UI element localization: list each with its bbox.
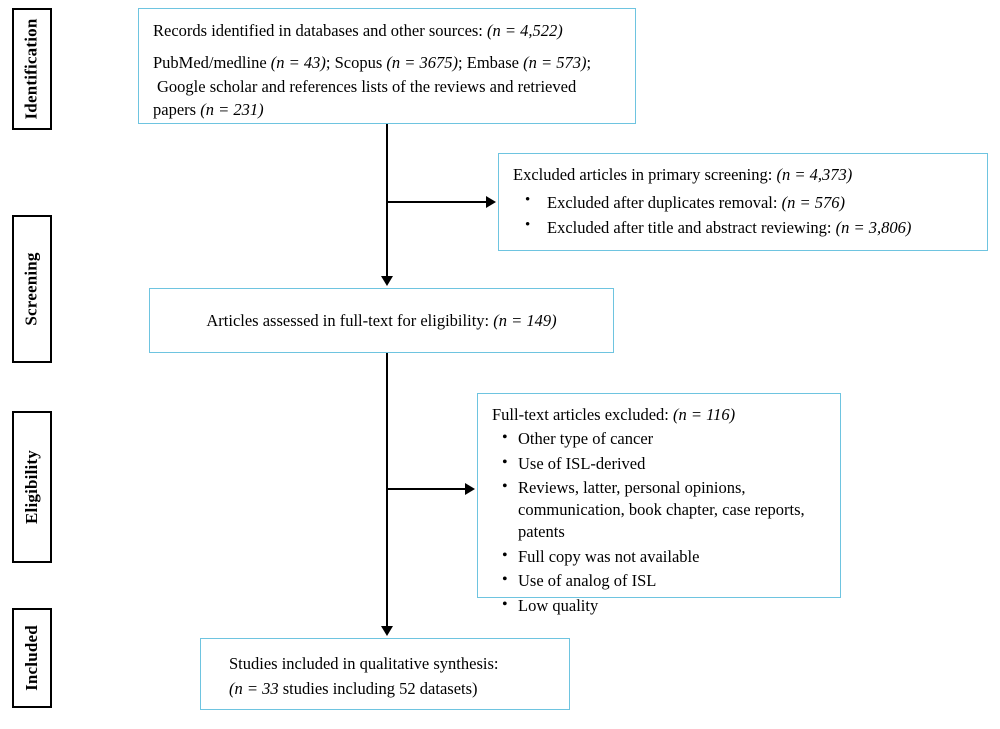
arrowhead-to-fulltext-excluded	[465, 483, 475, 495]
arrowhead-assessed-to-included	[381, 626, 393, 636]
excluded-primary-title-n: (n = 4,373)	[776, 165, 853, 184]
fulltext-assessed-text: Articles assessed in full-text for eligi…	[206, 310, 490, 330]
records-identified-line4: papers (n = 231)	[153, 99, 621, 121]
fulltext-excluded-title-text: Full-text articles excluded:	[492, 405, 669, 424]
records-identified-line1-n: (n = 4,522)	[487, 21, 563, 40]
records-identified-line2-tail: ;	[586, 52, 592, 72]
records-identified-line1: Records identified in databases and othe…	[153, 20, 621, 42]
list-item: Excluded after title and abstract review…	[525, 216, 973, 239]
list-item: Reviews, latter, personal opinions, comm…	[502, 476, 826, 542]
records-identified-pubmed-n: (n = 43)	[270, 52, 326, 72]
fulltext-assessed-n: (n = 149)	[493, 310, 557, 330]
excluded-primary-title: Excluded articles in primary screening: …	[513, 164, 973, 186]
stage-label-identification: Identification	[12, 8, 52, 130]
arrowhead-identified-to-assessed	[381, 276, 393, 286]
box-fulltext-assessed: Articles assessed in full-text for eligi…	[149, 288, 614, 353]
stage-label-identification-text: Identification	[22, 18, 41, 120]
studies-included-n: (n = 33	[229, 678, 279, 698]
stage-label-screening: Screening	[12, 215, 52, 363]
fulltext-excluded-title: Full-text articles excluded: (n = 116)	[492, 404, 826, 426]
excluded-primary-item-1-n: (n = 3,806)	[835, 217, 912, 237]
connector-to-fulltext-excluded	[386, 488, 465, 490]
stage-label-eligibility-text: Eligibility	[22, 450, 41, 524]
arrowhead-to-excluded-primary	[486, 196, 496, 208]
records-identified-line4-n: (n = 231)	[200, 100, 264, 120]
stage-label-included: Included	[12, 608, 52, 708]
excluded-primary-item-1-text: Excluded after title and abstract review…	[547, 217, 832, 237]
list-item: Other type of cancer	[502, 427, 826, 450]
connector-identified-to-assessed	[386, 124, 388, 276]
list-item: Use of ISL-derived	[502, 452, 826, 475]
list-item: Full copy was not available	[502, 545, 826, 568]
stage-label-screening-text: Screening	[22, 252, 42, 326]
records-identified-line2: PubMed/medline (n = 43); Scopus (n = 367…	[153, 52, 621, 74]
excluded-primary-list: Excluded after duplicates removal: (n = …	[513, 191, 973, 239]
list-item: Excluded after duplicates removal: (n = …	[525, 191, 973, 214]
box-studies-included: Studies included in qualitative synthesi…	[200, 638, 570, 710]
box-fulltext-excluded: Full-text articles excluded: (n = 116) O…	[477, 393, 841, 615]
fulltext-excluded-title-n: (n = 116)	[672, 405, 736, 424]
records-identified-embase-label: ; Embase	[458, 52, 524, 72]
records-identified-scopus-n: (n = 3675)	[386, 52, 459, 72]
records-identified-pubmed-label: PubMed/medline	[153, 52, 271, 72]
stage-label-included-text: Included	[22, 625, 42, 691]
fulltext-excluded-list: Other type of cancer Use of ISL-derived …	[492, 427, 826, 617]
connector-to-excluded-primary	[386, 201, 486, 203]
studies-included-line1: Studies included in qualitative synthesi…	[229, 654, 499, 673]
list-item: Use of analog of ISL	[502, 569, 826, 592]
studies-included-line2: (n = 33 studies including 52 datasets)	[229, 678, 555, 700]
fulltext-assessed-line: Articles assessed in full-text for eligi…	[206, 310, 556, 332]
records-identified-scopus-label: ; Scopus	[325, 52, 387, 72]
records-identified-line4-text: papers	[153, 100, 201, 120]
records-identified-embase-n: (n = 573)	[523, 52, 587, 72]
box-excluded-primary-screening: Excluded articles in primary screening: …	[498, 153, 988, 251]
box-records-identified: Records identified in databases and othe…	[138, 8, 636, 124]
excluded-primary-item-0-text: Excluded after duplicates removal:	[547, 192, 778, 212]
studies-included-line2-rest: studies including 52 datasets)	[278, 678, 478, 698]
excluded-primary-title-text: Excluded articles in primary screening:	[513, 165, 773, 184]
stage-label-eligibility: Eligibility	[12, 411, 52, 563]
excluded-primary-item-0-n: (n = 576)	[781, 192, 845, 212]
records-identified-line3: Google scholar and references lists of t…	[157, 76, 577, 96]
records-identified-line1-text: Records identified in databases and othe…	[153, 21, 483, 40]
list-item: Low quality	[502, 594, 826, 617]
